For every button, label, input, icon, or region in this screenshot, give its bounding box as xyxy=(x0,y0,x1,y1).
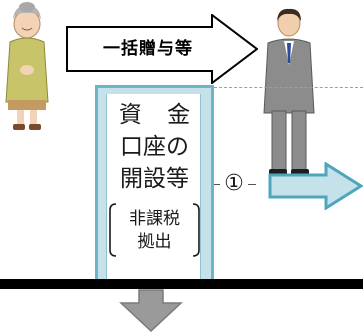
parenthetical-note: 非課税 拠出 xyxy=(107,200,202,260)
step-marker: ① xyxy=(224,171,244,196)
account-line-1: 資 金 xyxy=(118,102,191,128)
account-box: 資 金 口座の 開設等 非課税 拠出 xyxy=(106,94,201,282)
bracket-icon xyxy=(109,203,200,257)
connector-dash xyxy=(248,184,256,185)
baseline-bar xyxy=(0,279,363,289)
right-arrow-icon xyxy=(268,162,363,210)
account-line-3: 開設等 xyxy=(120,166,189,192)
down-arrow-icon xyxy=(119,289,183,332)
connector-line xyxy=(214,184,220,185)
son-figure xyxy=(263,8,315,177)
parenthetical-line-1: 非課税 xyxy=(129,209,180,229)
parenthetical-line-2: 拠出 xyxy=(137,232,172,252)
gift-transfer-arrow xyxy=(66,14,258,84)
dashed-guideline xyxy=(214,87,363,88)
grandmother-figure xyxy=(5,2,49,130)
account-line-2: 口座の xyxy=(120,134,189,160)
gift-arrow-label: 一括贈与等 xyxy=(103,39,193,59)
